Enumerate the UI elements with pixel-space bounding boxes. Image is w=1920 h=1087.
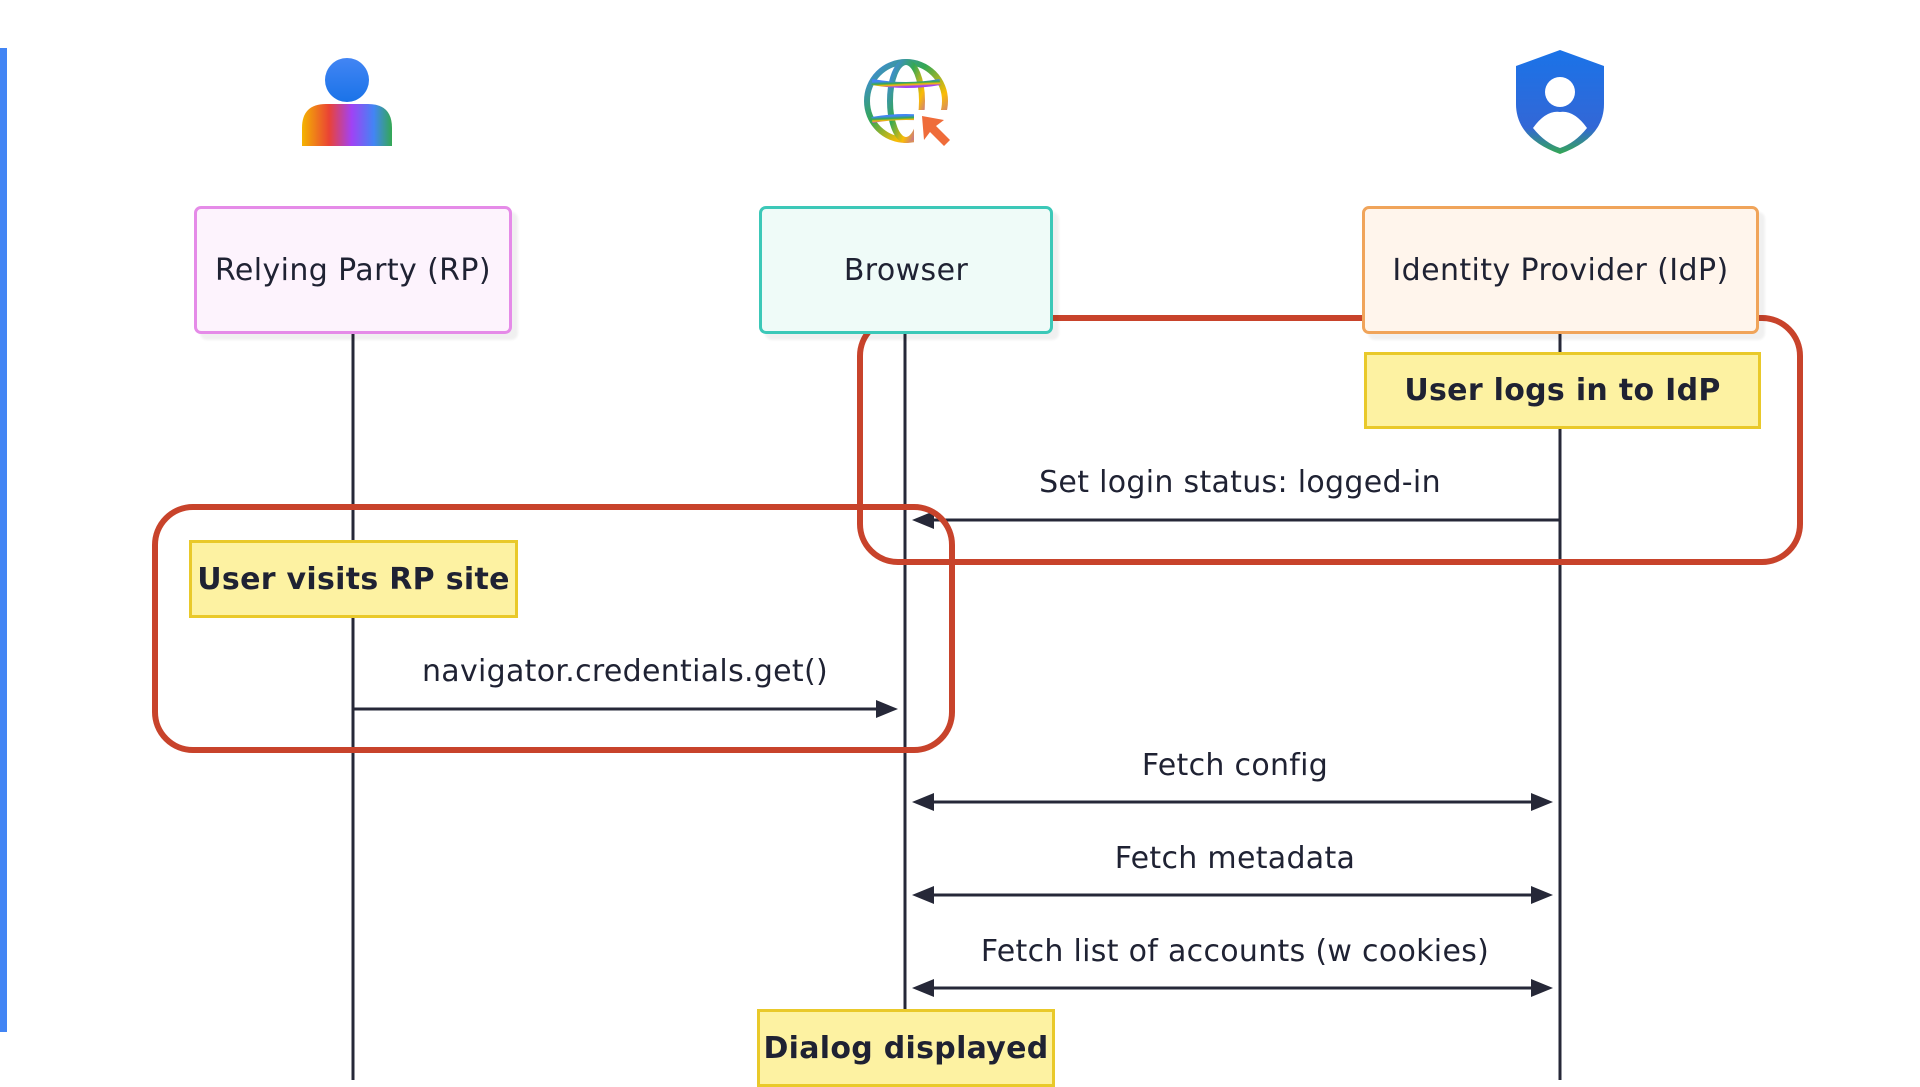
actor-relying-party-label: Relying Party (RP): [214, 252, 492, 288]
note-user-logs-in: User logs in to IdP: [1364, 352, 1761, 429]
arrow-fetch-metadata: [912, 886, 1553, 904]
arrow-set-login-status: [912, 511, 1560, 529]
actor-identity-provider-label: Identity Provider (IdP): [1392, 252, 1729, 288]
note-user-logs-in-label: User logs in to IdP: [1404, 373, 1721, 408]
arrow-fetch-accounts: [912, 979, 1553, 997]
message-credentials-get: navigator.credentials.get(): [421, 654, 829, 689]
cursor-arrow-icon: [914, 110, 950, 146]
message-fetch-accounts: Fetch list of accounts (w cookies): [980, 934, 1490, 969]
shield-user-icon: [1516, 50, 1604, 154]
arrow-fetch-config: [912, 793, 1553, 811]
slide-accent-bar: [0, 48, 7, 1032]
globe-cursor-icon: [864, 59, 948, 143]
message-set-login-status: Set login status: logged-in: [1039, 465, 1441, 500]
actor-identity-provider: Identity Provider (IdP): [1362, 206, 1759, 334]
note-user-visits-rp: User visits RP site: [189, 540, 518, 618]
actor-browser: Browser: [759, 206, 1053, 334]
arrow-credentials-get: [353, 700, 898, 718]
person-icon: [302, 58, 392, 146]
message-fetch-config: Fetch config: [1141, 748, 1329, 783]
message-fetch-metadata: Fetch metadata: [1114, 841, 1356, 876]
highlight-login-group: [857, 315, 1803, 565]
highlight-rp-request-group: [152, 504, 955, 753]
actor-browser-label: Browser: [843, 252, 969, 288]
note-user-visits-rp-label: User visits RP site: [197, 561, 510, 597]
note-dialog-displayed: Dialog displayed: [757, 1009, 1055, 1087]
actor-relying-party: Relying Party (RP): [194, 206, 512, 334]
note-dialog-displayed-label: Dialog displayed: [763, 1030, 1049, 1066]
